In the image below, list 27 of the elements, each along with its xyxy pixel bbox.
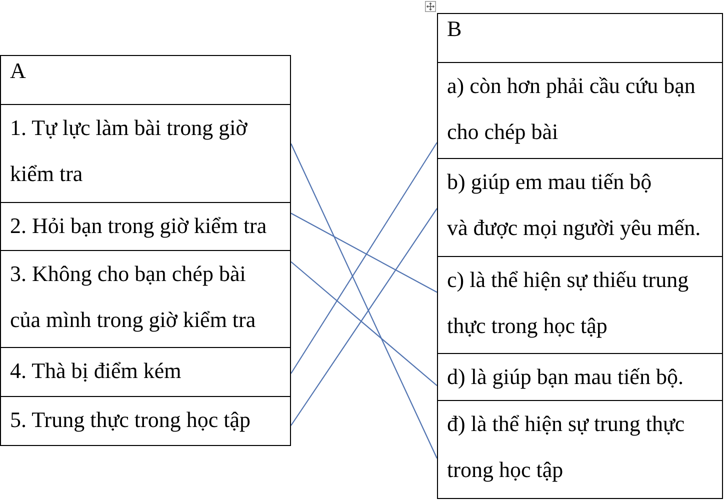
connector-line: [290, 208, 438, 426]
table-cell: [0, 347, 291, 397]
table-cell: [437, 400, 723, 499]
column-heading: B: [447, 15, 462, 43]
table-cell: [0, 104, 291, 203]
cell-text: 3. Không cho bạn chép bài của mình trong giờ kiểm tra: [10, 260, 257, 334]
cell-text: 1. Tự lực làm bài trong giờ kiểm tra: [10, 114, 248, 188]
connector-line: [290, 142, 438, 374]
table-cell: [437, 353, 723, 401]
connector-line: [290, 261, 438, 386]
cell-text: đ) là thể hiện sự trung thực trong học tập: [447, 410, 686, 484]
table-header-cell: [437, 13, 723, 63]
connector-line: [290, 212, 438, 293]
cell-text: 5. Trung thực trong học tập: [10, 406, 250, 434]
table-cell: [437, 62, 723, 159]
connector-line: [290, 143, 438, 459]
cell-text: 2. Hỏi bạn trong giờ kiểm tra: [10, 212, 267, 240]
table-cell: [0, 250, 291, 348]
table-cell: [437, 256, 723, 354]
column-heading: A: [10, 57, 26, 85]
table-cell: [0, 396, 291, 446]
table-cell: [0, 202, 291, 251]
table-cell: [437, 158, 723, 257]
cell-text: d) là giúp bạn mau tiến bộ.: [447, 363, 684, 391]
cell-text: b) giúp em mau tiến bộ và được mọi người yêu mến.: [447, 168, 701, 242]
table-header-cell: [0, 55, 291, 105]
cell-text: 4. Thà bị điểm kém: [10, 357, 182, 385]
